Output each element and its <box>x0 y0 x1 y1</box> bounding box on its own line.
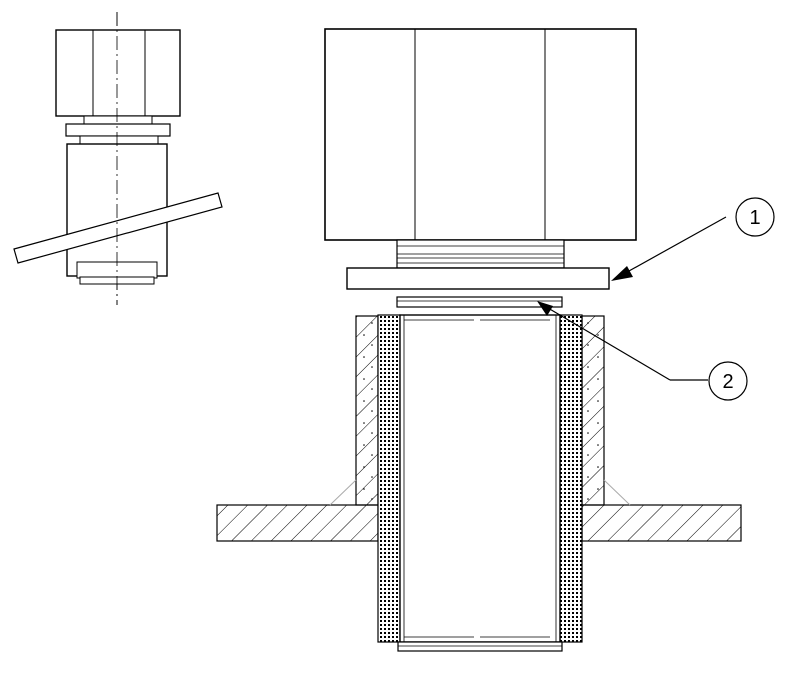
callout-1-label: 1 <box>749 207 760 229</box>
large-nut <box>324 28 637 241</box>
tube-top-edge-item-2 <box>396 296 563 308</box>
ring-item-1 <box>346 267 610 290</box>
tube-bottom-edge <box>397 641 563 652</box>
tilted-plate <box>13 192 223 264</box>
main-view: 1 2 <box>216 28 775 652</box>
callout-2-label: 2 <box>722 371 733 393</box>
right-insulation-sleeve <box>559 314 583 643</box>
small-nut <box>55 29 181 117</box>
callout-2: 2 <box>537 301 748 401</box>
small-washer <box>65 123 171 137</box>
wall-slab-right <box>581 504 742 542</box>
small-side-view <box>13 12 223 305</box>
tube-body <box>399 314 561 643</box>
wall-slab-left <box>216 504 379 542</box>
callout-1: 1 <box>611 197 775 281</box>
left-insulation-sleeve <box>377 314 401 643</box>
